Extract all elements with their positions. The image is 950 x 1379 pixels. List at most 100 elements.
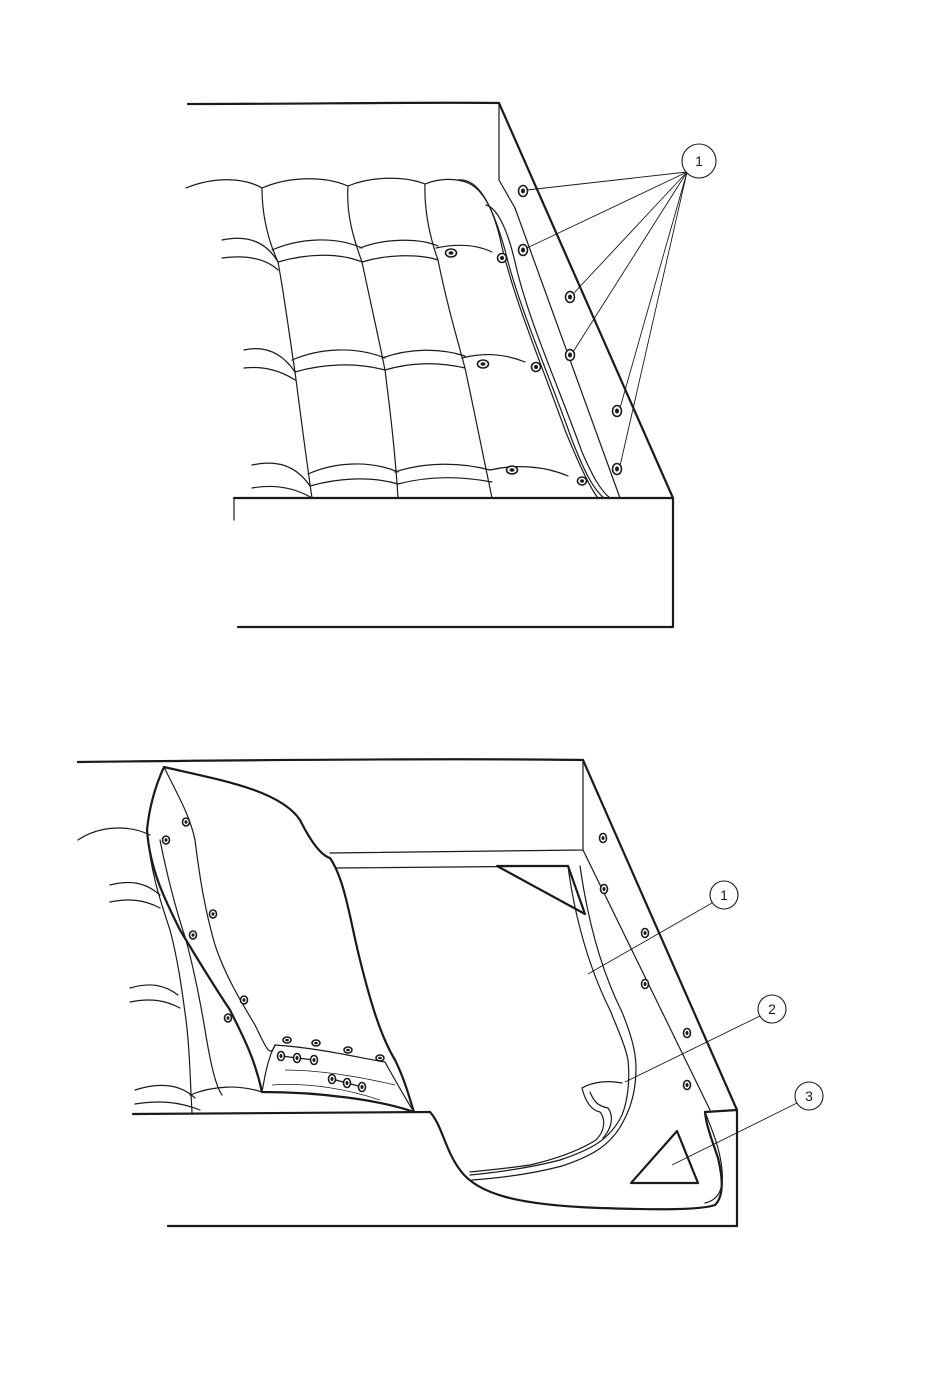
tube-seam-3 [425,184,492,498]
mattress-bolts [163,818,385,1061]
frame-top-back-edge [188,103,499,104]
frame-bottom-side-wall [583,760,737,1226]
bolt-icon [532,363,541,372]
tube-row4-d [490,467,568,476]
side-bolts [600,834,691,1090]
bottom-callout-2-leader [625,1016,760,1082]
tube-row4-a [252,463,310,486]
top-callout-1-leaders [527,172,687,466]
tube-row2-c [360,240,438,248]
callout-label: 1 [720,887,728,903]
bottom-callout-2: 2 [758,995,786,1023]
bottom-callout-3-leader [672,1103,797,1165]
connector-icon [359,1083,366,1092]
tube-left-1 [78,828,150,840]
bolt-icon [498,254,507,263]
tube-row4-b [308,464,398,474]
callout-label: 2 [768,1001,776,1017]
bolt-icon [566,292,575,303]
tube-left-seam-2 [160,840,222,1095]
tube-row2-a2 [222,257,278,270]
liner-sheet-edge [470,866,629,1175]
tube-row2-d [436,245,492,252]
bolt-icon [519,186,528,197]
tube-row3-a [244,349,295,372]
liner-fold [582,1082,622,1088]
tube-left-2 [110,882,160,895]
mattress-folded-end-inner-2 [285,1070,395,1085]
bolt-icon [642,929,649,938]
frame-bottom-back-edge [78,759,583,762]
tube-row3-b [292,350,385,360]
tube-row3-c2 [385,364,465,370]
top-bolts [446,186,622,486]
tube-row1-a [186,180,262,188]
tube-row4-b2 [310,479,398,486]
mattress-liner-edge [458,180,598,498]
bottom-callout-1: 1 [710,881,738,909]
bolt-icon [241,996,248,1004]
connector-fittings [278,1052,366,1092]
connector-icon [329,1075,336,1084]
bolt-icon [210,910,217,918]
liner-sheet-edge-2 [472,866,636,1180]
top-callout-1: 1 [682,144,716,178]
tube-row3-b2 [295,365,385,372]
connector-icon [311,1056,318,1065]
tube-left-3 [130,985,178,995]
liner-fold-curl [470,1088,604,1172]
tube-row2-b2 [278,255,362,262]
tube-left-2b [110,900,160,908]
frame-bottom-inner-corner [330,760,583,853]
tube-row1-b [262,179,348,188]
mattress-folded-edge [164,767,275,1051]
tube-left-4 [135,1085,195,1098]
bolt-icon [600,834,607,843]
connector-icon [344,1079,351,1088]
tube-row2-b [272,240,362,250]
bolt-icon [446,249,457,257]
connector-icon [278,1052,285,1061]
bolt-icon [642,980,649,989]
bolt-icon [478,360,489,368]
bolt-icon [225,1014,232,1022]
tube-row2-c2 [362,256,438,262]
bolt-icon [601,885,608,894]
bolt-icon [344,1047,352,1053]
bolt-icon [183,818,190,826]
tube-row3-c [382,350,465,358]
bolt-icon [163,836,170,844]
bolt-icon [190,931,197,939]
frame-bottom-cutout [430,1110,737,1209]
tube-left-4b [135,1102,200,1110]
bottom-callout-3: 3 [795,1082,823,1110]
tube-seam-1 [262,188,312,498]
bolt-icon [684,1081,691,1090]
tube-left-seam-1 [147,830,192,1112]
top-figure: 1 [186,103,716,627]
liner-fold-curl-2 [590,1092,611,1138]
tube-row3-a2 [244,368,295,381]
callout-label: 3 [805,1088,813,1104]
bolt-icon [519,245,528,256]
tube-left-3b [130,1000,180,1008]
bolt-icon [312,1040,320,1046]
connector-icon [294,1054,301,1063]
callout-label: 1 [695,153,703,169]
mattress-liner-edge-inner [468,183,604,498]
bolt-icon [507,466,518,474]
bolt-icon [578,477,587,485]
bolt-icon [684,1029,691,1038]
tube-seam-2 [348,186,398,498]
bottom-figure: 1 2 3 [78,759,823,1226]
frame-top-side-wall [499,103,673,627]
bolt-icon [283,1037,291,1043]
tube-row3-d [462,355,525,362]
tube-row4-a2 [252,486,312,498]
tube-row4-c2 [398,478,492,484]
tube-row1-c [348,178,425,186]
bolt-icon [376,1055,384,1061]
tube-left-5 [190,1087,262,1095]
tube-row4-c [395,464,490,472]
